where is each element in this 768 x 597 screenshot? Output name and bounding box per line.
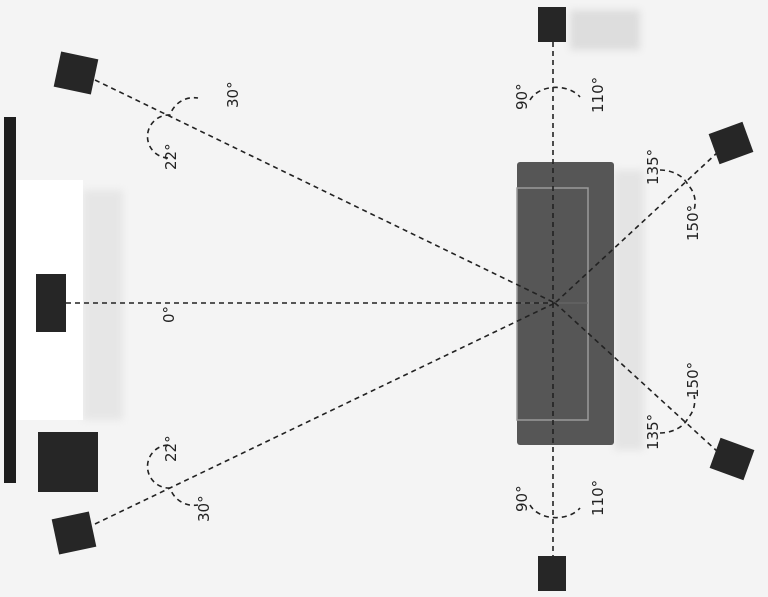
angle-label: 22° — [162, 143, 180, 170]
angle-label: 110° — [589, 77, 607, 113]
front-right-line — [94, 302, 556, 525]
angle-label: 135° — [644, 149, 662, 185]
side-top-arc — [529, 86, 581, 101]
angle-label: 150° — [684, 362, 702, 398]
side-top-speaker — [538, 7, 566, 42]
rear-top-speaker — [708, 121, 754, 165]
shadow — [614, 170, 644, 450]
tv — [4, 117, 16, 483]
side-bottom-speaker — [538, 556, 566, 591]
angle-label: 30° — [195, 495, 213, 522]
center-speaker — [36, 274, 66, 332]
rear-top-arc — [659, 169, 696, 211]
front-right-arc — [146, 444, 199, 507]
angle-label: 30° — [224, 81, 242, 108]
rear-bottom-speaker — [709, 437, 755, 481]
rear-bottom-line — [554, 302, 719, 453]
side-bottom-arc — [529, 504, 581, 519]
rear-top-line — [554, 151, 719, 304]
sofa — [516, 162, 614, 445]
rear-bottom-arc — [659, 394, 696, 434]
angle-label: 110° — [589, 480, 607, 516]
front-left-line — [94, 79, 556, 304]
angle-label: 90° — [513, 485, 531, 512]
angle-label: 0° — [160, 306, 178, 323]
angle-label: 90° — [513, 83, 531, 110]
shadow — [570, 10, 640, 50]
subwoofer — [38, 432, 98, 492]
front-left-speaker — [53, 51, 99, 95]
front-right-speaker — [51, 511, 97, 555]
front-left-arc — [146, 96, 199, 159]
angle-label: 22° — [162, 435, 180, 462]
shadow — [83, 190, 123, 420]
angle-label: 150° — [684, 205, 702, 241]
angle-label: 135° — [644, 414, 662, 450]
